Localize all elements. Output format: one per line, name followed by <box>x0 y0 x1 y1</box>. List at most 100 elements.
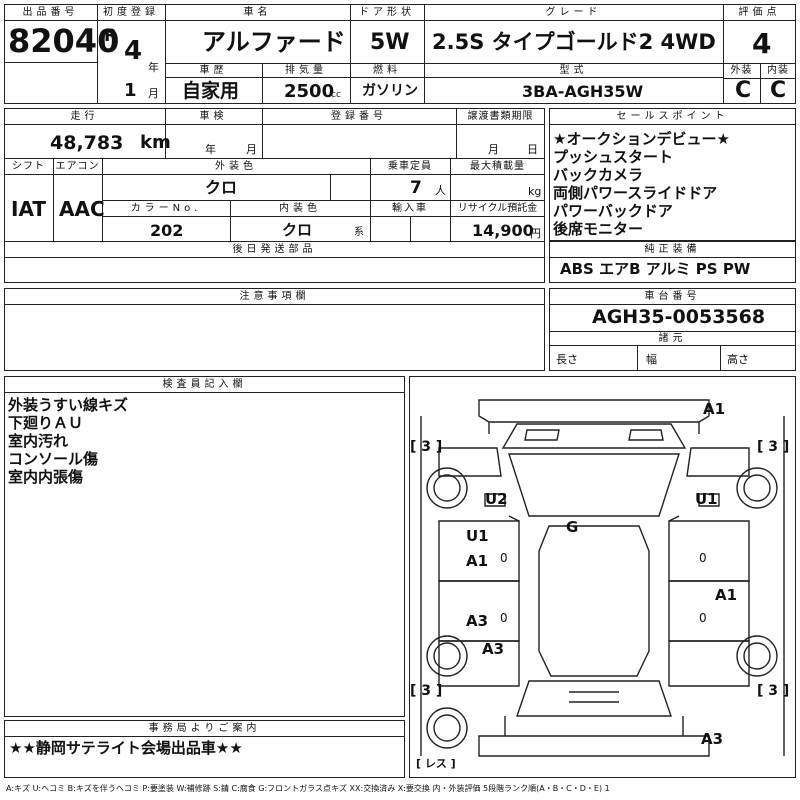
grade: 2.5S タイプゴールド2 4WD <box>432 30 716 54</box>
interior-header: 内装 <box>767 65 789 76</box>
score-header: 評価点 <box>738 7 781 18</box>
inspector-note: コンソール傷 <box>8 450 99 468</box>
grade-header: グレード <box>545 7 602 18</box>
damage-label-a1-right: A1 <box>715 586 738 604</box>
score: 4 <box>752 27 772 60</box>
length-label: 長さ <box>556 353 578 366</box>
wheel-front-right <box>736 467 778 509</box>
exterior-grade: C <box>735 78 752 103</box>
lot-number: 82040 <box>8 22 120 60</box>
right-rear-quarter <box>668 640 750 687</box>
transfer-month: 月 <box>488 143 499 156</box>
displacement-header: 排気量 <box>285 65 327 76</box>
office-message: ★★静岡サテライト会場出品車★★ <box>9 739 243 757</box>
right-front-door <box>668 520 750 582</box>
shift: IAT <box>11 197 47 221</box>
zero-mark: 0 <box>699 611 707 625</box>
displacement: 2500 <box>284 81 335 102</box>
air-conditioner: AAC <box>59 197 105 221</box>
specifications-header: 諸元 <box>658 333 687 344</box>
spare-tire <box>426 707 468 749</box>
roof <box>538 525 650 677</box>
exterior-header: 外装 <box>730 65 753 76</box>
max-load-unit: kg <box>528 185 542 198</box>
mileage: 48,783 <box>50 132 124 154</box>
damage-label-u2: U2 <box>485 490 508 508</box>
equipment-list: ABS エアB アルミ PS PW <box>560 260 751 278</box>
month-unit: 月 <box>148 87 159 100</box>
sales-point-list: ★オークションデビュー★ プッシュスタート バックカメラ 両側パワースライドドア… <box>553 130 730 238</box>
equipment-section <box>549 241 796 283</box>
history: 自家用 <box>182 80 240 102</box>
later-shipment-header: 後日発送部品 <box>232 244 317 255</box>
left-front-fender <box>438 447 502 477</box>
inspection-year: 年 <box>205 143 216 156</box>
transfer-day: 日 <box>527 143 538 156</box>
recycle-unit: 円 <box>530 227 541 240</box>
inspector-note: 室内内張傷 <box>8 468 84 486</box>
inspection-header: 車検 <box>199 111 228 122</box>
rear-bumper <box>478 735 710 757</box>
fuel-header: 燃料 <box>373 65 401 76</box>
damage-label-u1-left: U1 <box>466 527 489 545</box>
displacement-unit: cc <box>331 90 341 100</box>
air-conditioner-header: エアコン <box>55 161 100 172</box>
windshield <box>508 453 680 517</box>
import-car-header: 輸入車 <box>392 203 428 214</box>
rear-window <box>516 680 672 717</box>
damage-label-a1-front: A1 <box>703 400 726 418</box>
right-front-fender <box>686 447 750 477</box>
capacity: 7 <box>410 178 422 198</box>
model-header: 型式 <box>559 65 588 76</box>
car-name: アルファード <box>202 28 346 56</box>
exterior-color-header: 外装色 <box>215 161 257 172</box>
damage-label-g: G <box>566 518 579 536</box>
first-registration-header: 初度登録 <box>103 7 159 18</box>
inspector-notes: 外装うすい線キズ 下廻りＡＵ 室内汚れ コンソール傷 室内内張傷 <box>8 396 128 486</box>
height-label: 高さ <box>727 353 749 366</box>
wheel-rear-right <box>736 635 778 677</box>
inspector-note: 下廻りＡＵ <box>8 414 84 432</box>
vehicle-info-section <box>4 108 545 283</box>
capacity-header: 乗車定員 <box>388 161 432 172</box>
registration-year: 4 <box>124 36 143 66</box>
sales-point-header: セールスポイント <box>616 111 729 122</box>
door-type-header: ドア形状 <box>359 7 415 18</box>
left-rear-quarter <box>438 640 520 687</box>
sales-point-section <box>549 108 796 241</box>
damage-label-a1-left: A1 <box>466 552 489 570</box>
inspection-month: 月 <box>246 143 257 156</box>
car-name-header: 車名 <box>243 7 272 18</box>
exterior-color: クロ <box>205 178 238 197</box>
hood <box>501 423 687 449</box>
capacity-unit: 人 <box>435 184 446 197</box>
interior-grade: C <box>770 78 787 103</box>
car-diagram <box>420 399 785 757</box>
damage-label-a3-left-1: A3 <box>466 612 489 630</box>
shift-header: シフト <box>12 161 45 172</box>
wheel-front-left <box>426 467 468 509</box>
tire-rear-left: [ 3 ] <box>410 683 443 699</box>
model-code: 3BA-AGH35W <box>522 82 644 101</box>
inspector-header: 検査員記入欄 <box>162 379 247 390</box>
chassis-number-header: 車台番号 <box>644 291 701 302</box>
chassis-section <box>549 288 796 371</box>
color-number: 202 <box>150 221 184 240</box>
transfer-deadline-header: 譲渡書類期限 <box>467 111 534 122</box>
door-type: 5W <box>370 30 410 55</box>
zero-mark: 0 <box>500 551 508 565</box>
sales-point-item: ★オークションデビュー★ <box>553 130 730 148</box>
lot-number-header: 出品番号 <box>22 7 79 18</box>
sales-point-item: プッシュスタート <box>553 148 674 166</box>
mileage-header: 走行 <box>70 111 99 122</box>
era: R <box>104 26 118 46</box>
chassis-number: AGH35-0053568 <box>592 306 766 328</box>
max-load-header: 最大積載量 <box>470 161 525 172</box>
tire-rear-right: [ 3 ] <box>757 683 790 699</box>
interior-color: クロ <box>282 221 313 239</box>
interior-color-header: 内装色 <box>279 203 321 214</box>
tire-front-right: [ 3 ] <box>757 439 790 455</box>
car-diagram-section <box>409 376 796 778</box>
mileage-unit: km <box>140 132 171 153</box>
equipment-header: 純正装備 <box>644 244 701 255</box>
